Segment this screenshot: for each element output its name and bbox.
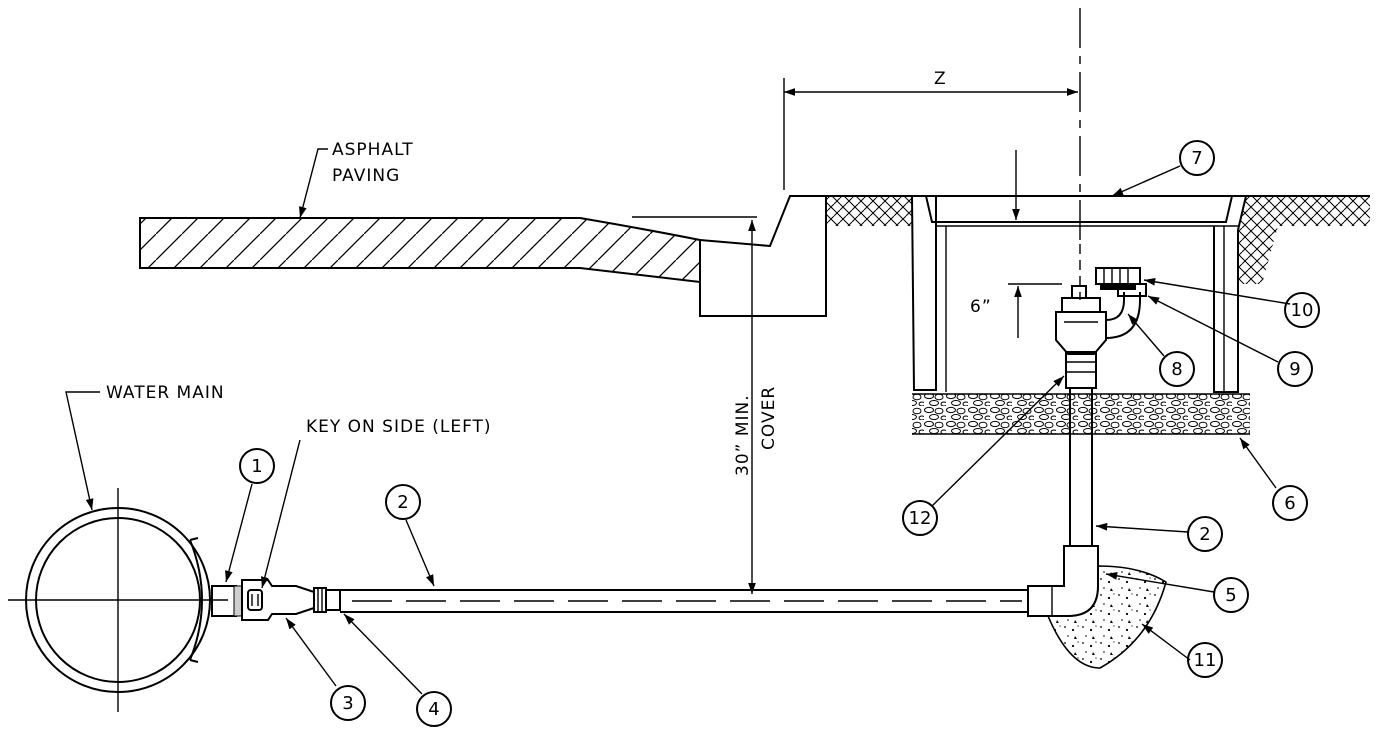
callout-11: 11 [1187, 642, 1223, 678]
six-inch-dimension [1008, 283, 1062, 338]
callout-5-number: 5 [1225, 585, 1236, 606]
callout-2b-number: 2 [1199, 524, 1210, 545]
asphalt-paving [139, 217, 701, 284]
water-main-label: WATER MAIN [106, 383, 225, 403]
callout-12: 12 [902, 500, 938, 536]
callout-7-number: 7 [1191, 148, 1202, 169]
meter-body [1095, 267, 1141, 290]
callout-3: 3 [330, 685, 366, 721]
callout-9: 9 [1277, 351, 1313, 387]
dimension-z [783, 78, 1078, 190]
concrete-thrust-block [1046, 565, 1167, 669]
corporation-stop [211, 579, 341, 621]
callout-10: 10 [1284, 292, 1320, 328]
callout-2-pipe: 2 [385, 484, 421, 520]
cover-label-line1: 30” MIN. [733, 394, 753, 476]
service-pipe-horizontal [340, 589, 1028, 613]
callout-9-number: 9 [1289, 359, 1300, 380]
service-pipe-vertical [1069, 388, 1093, 546]
asphalt-label-line1: ASPHALT [332, 140, 414, 160]
soil-hatch-right [1238, 195, 1370, 284]
dimension-z-label: Z [934, 69, 947, 89]
callout-6: 6 [1272, 485, 1308, 521]
six-inch-label: 6” [970, 297, 992, 317]
callout-4-number: 4 [428, 699, 439, 720]
callout-1: 1 [239, 448, 275, 484]
water-main-leader [65, 391, 100, 511]
callout-12-number: 12 [909, 508, 932, 529]
callout-leaders [225, 165, 1291, 695]
callout-7: 7 [1179, 140, 1215, 176]
callout-3-number: 3 [342, 693, 353, 714]
angle-meter-stop [1055, 285, 1141, 355]
callout-10-number: 10 [1291, 300, 1314, 321]
riser-adapter [1065, 351, 1097, 389]
key-on-side-leader [260, 439, 301, 589]
asphalt-leader [299, 148, 328, 219]
callout-8: 8 [1159, 351, 1195, 387]
gravel-bed [912, 393, 1250, 435]
cover-label-line2: COVER [759, 386, 779, 450]
water-main [8, 488, 228, 712]
meter-box-lid [924, 195, 1234, 223]
callout-11-number: 11 [1194, 650, 1217, 671]
callout-4: 4 [416, 691, 452, 727]
callout-2a-number: 2 [397, 492, 408, 513]
soil-hatch-left [826, 195, 912, 226]
callout-2-riser: 2 [1187, 516, 1223, 552]
callout-6-number: 6 [1284, 493, 1295, 514]
callout-8-number: 8 [1171, 359, 1182, 380]
pipe-elbow [1027, 545, 1099, 617]
callout-1-number: 1 [251, 456, 262, 477]
key-on-side-label: KEY ON SIDE (LEFT) [306, 417, 492, 437]
asphalt-label-line2: PAVING [332, 166, 400, 186]
callout-5: 5 [1213, 577, 1249, 613]
